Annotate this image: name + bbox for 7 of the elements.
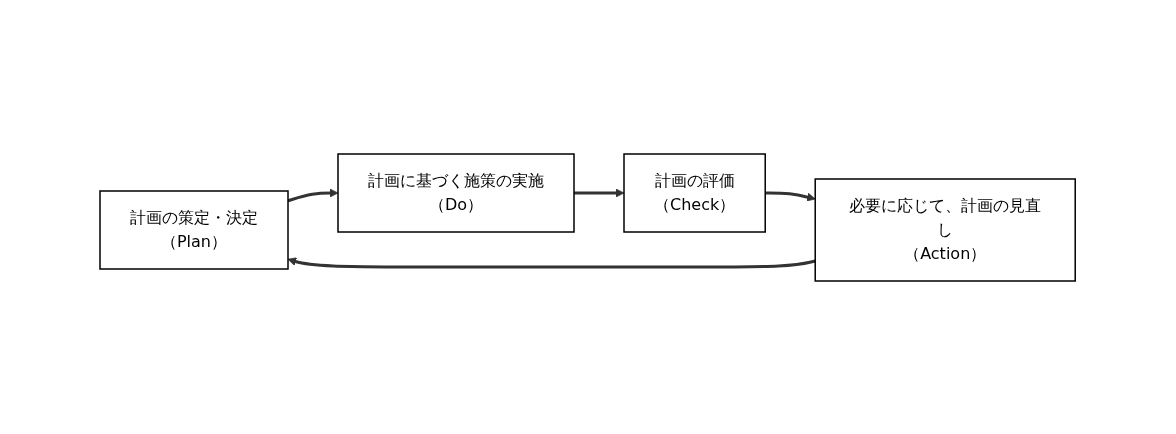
node-box: 計画に基づく施策の実施 （Do） [337,152,576,233]
arrow [288,256,816,268]
node-box: 計画の評価 （Check） [623,152,767,233]
arrow [574,188,625,197]
arrow [765,191,816,201]
node-box: 計画の策定・決定 （Plan） [99,189,290,270]
node-box: 必要に応じて、計画の見直し （Action） [814,177,1077,282]
